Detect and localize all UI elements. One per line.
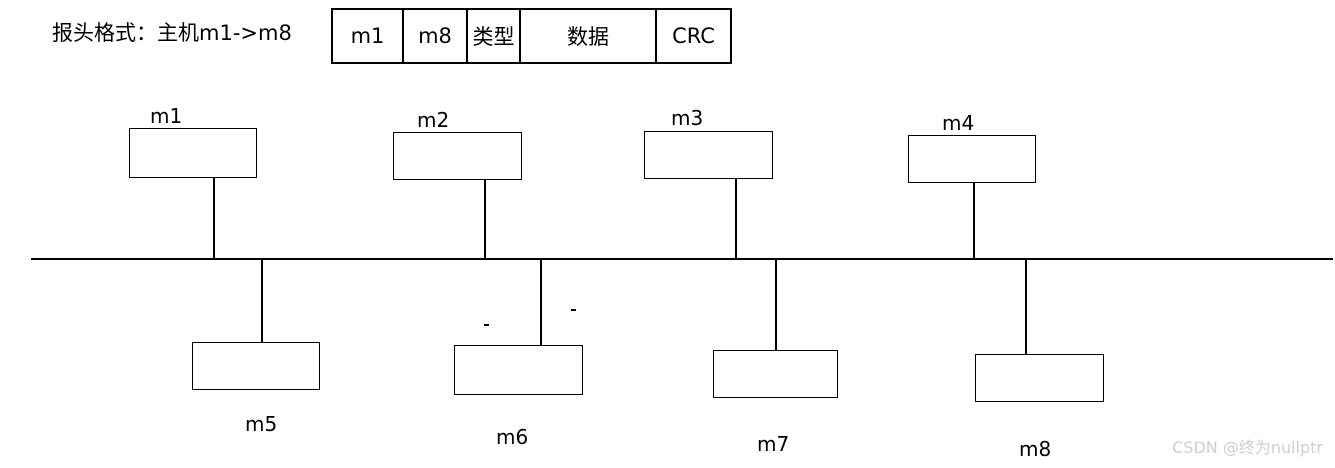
packet-header-caption: 报头格式：主机m1->m8 <box>52 21 292 45</box>
packet-cell-类型: 类型 <box>468 10 521 62</box>
node-box-m4[interactable] <box>908 135 1036 183</box>
node-label-m1: m1 <box>150 104 183 128</box>
node-label-m7: m7 <box>757 432 790 456</box>
csdn-watermark: CSDN @终为nullptr <box>1172 438 1323 457</box>
packet-cell-数据: 数据 <box>521 10 657 62</box>
node-label-m3: m3 <box>671 106 704 130</box>
packet-cell-m1: m1 <box>333 10 404 62</box>
drop-line-m1 <box>213 178 215 258</box>
node-box-m7[interactable] <box>713 350 838 398</box>
drop-line-m2 <box>484 180 486 258</box>
node-label-m8: m8 <box>1019 437 1052 461</box>
packet-cell-m8: m8 <box>404 10 468 62</box>
drop-line-m7 <box>775 258 777 350</box>
shared-bus-line <box>31 258 1333 260</box>
drop-line-m6 <box>540 258 542 345</box>
node-box-m8[interactable] <box>975 354 1104 402</box>
node-label-m4: m4 <box>942 111 975 135</box>
stray-mark-0 <box>484 324 489 326</box>
node-box-m2[interactable] <box>393 132 522 180</box>
node-label-m6: m6 <box>496 425 529 449</box>
node-label-m5: m5 <box>245 412 278 436</box>
node-box-m3[interactable] <box>644 131 773 179</box>
node-box-m1[interactable] <box>129 128 257 178</box>
drop-line-m8 <box>1025 258 1027 354</box>
drop-line-m4 <box>973 183 975 258</box>
drop-line-m3 <box>735 179 737 258</box>
packet-cell-CRC: CRC <box>672 24 715 48</box>
node-label-m2: m2 <box>417 108 450 132</box>
node-box-m5[interactable] <box>192 342 320 390</box>
node-box-m6[interactable] <box>454 345 583 395</box>
drop-line-m5 <box>261 258 263 342</box>
stray-mark-1 <box>571 309 576 311</box>
